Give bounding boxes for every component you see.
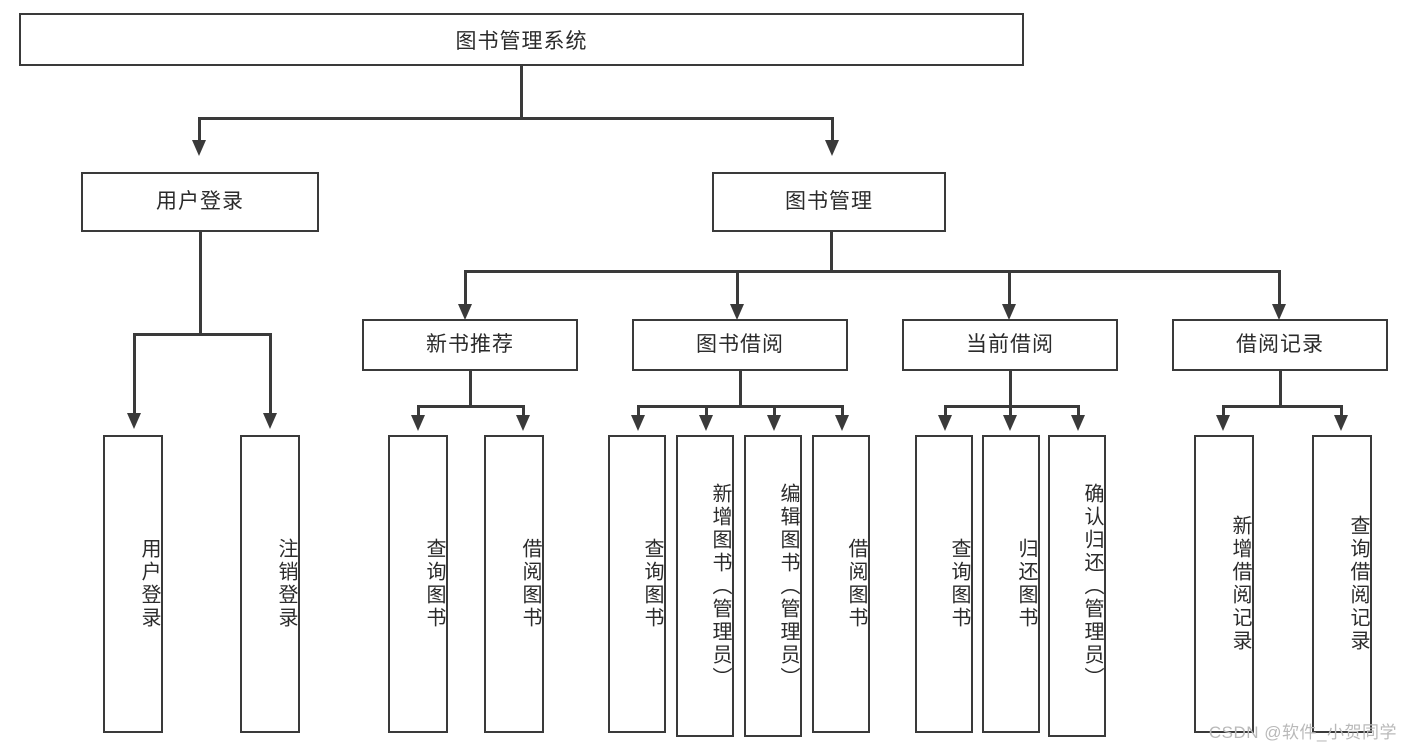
node-label: 借阅记录 (1236, 333, 1324, 357)
arrowhead-bb-leaf-2 (699, 415, 713, 431)
node-label: 当前借阅 (966, 333, 1054, 357)
connector-bm-drop-3 (1008, 270, 1011, 306)
arrowhead-bm-to-current-borrow (1002, 304, 1016, 320)
connector-br-bar (1222, 405, 1340, 408)
connector-user-login-drop-1 (133, 333, 136, 415)
node-book-management[interactable]: 图书管理 (712, 172, 946, 232)
watermark-text: CSDN @软件_小贺同学 (1208, 723, 1397, 742)
node-label: 用户登录 (138, 538, 160, 630)
node-leaf-query-record[interactable]: 查询借阅记录 (1312, 435, 1372, 733)
node-label: 归还图书 (1015, 538, 1037, 630)
node-book-borrow[interactable]: 图书借阅 (632, 319, 848, 371)
connector-cb-stem (1009, 371, 1012, 407)
connector-user-login-bar (133, 333, 271, 336)
arrowhead-nbr-leaf-2 (516, 415, 530, 431)
connector-nbr-stem (469, 371, 472, 407)
connector-root-to-book-management (831, 117, 834, 143)
connector-cb-drop-2 (1009, 405, 1012, 417)
arrowhead-cb-leaf-2 (1003, 415, 1017, 431)
connector-book-management-stem (830, 232, 833, 272)
node-leaf-confirm-return[interactable]: 确认归还（管理员） (1048, 435, 1106, 737)
connector-root-stem (520, 66, 523, 118)
connector-book-management-bar (464, 270, 1280, 273)
node-label: 图书管理 (785, 190, 873, 214)
node-label: 图书借阅 (696, 333, 784, 357)
node-label: 查询图书 (423, 538, 445, 630)
arrowhead-nbr-leaf-1 (411, 415, 425, 431)
connector-br-drop-1 (1222, 405, 1225, 417)
connector-bb-drop-1 (637, 405, 640, 417)
connector-root-to-user-login (198, 117, 201, 143)
connector-nbr-drop-1 (417, 405, 420, 417)
connector-root-bar (198, 117, 834, 120)
connector-bb-stem (739, 371, 742, 407)
connector-bb-bar (637, 405, 844, 408)
node-label: 确认归还（管理员） (1081, 482, 1103, 690)
arrowhead-cb-leaf-1 (938, 415, 952, 431)
node-leaf-borrow-book-1[interactable]: 借阅图书 (484, 435, 544, 733)
node-leaf-logout[interactable]: 注销登录 (240, 435, 300, 733)
node-label: 新增借阅记录 (1229, 515, 1251, 653)
node-label: 新书推荐 (426, 333, 514, 357)
node-leaf-borrow-book-2[interactable]: 借阅图书 (812, 435, 870, 733)
node-label: 新增图书（管理员） (709, 482, 731, 690)
arrowhead-root-to-user-login (192, 140, 206, 156)
arrowhead-bb-leaf-4 (835, 415, 849, 431)
node-label: 借阅图书 (845, 538, 867, 630)
connector-bb-drop-2 (705, 405, 708, 417)
arrowhead-bm-to-borrow-record (1272, 304, 1286, 320)
node-borrow-record[interactable]: 借阅记录 (1172, 319, 1388, 371)
node-leaf-query-book-2[interactable]: 查询图书 (608, 435, 666, 733)
arrowhead-bm-to-new-book-recommend (458, 304, 472, 320)
connector-bb-drop-3 (773, 405, 776, 417)
node-label: 注销登录 (275, 538, 297, 630)
connector-nbr-drop-2 (522, 405, 525, 417)
node-leaf-add-record[interactable]: 新增借阅记录 (1194, 435, 1254, 733)
node-user-login[interactable]: 用户登录 (81, 172, 319, 232)
node-leaf-add-book[interactable]: 新增图书（管理员） (676, 435, 734, 737)
arrowhead-bm-to-book-borrow (730, 304, 744, 320)
arrowhead-root-to-book-management (825, 140, 839, 156)
connector-br-drop-2 (1340, 405, 1343, 417)
arrowhead-bb-leaf-1 (631, 415, 645, 431)
connector-cb-drop-3 (1077, 405, 1080, 417)
arrowhead-cb-leaf-3 (1071, 415, 1085, 431)
connector-user-login-stem (199, 232, 202, 335)
connector-user-login-drop-2 (269, 333, 272, 415)
arrowhead-user-login-leaf-2 (263, 413, 277, 429)
connector-nbr-bar (417, 405, 522, 408)
arrowhead-bb-leaf-3 (767, 415, 781, 431)
node-label: 查询图书 (948, 538, 970, 630)
connector-bb-drop-4 (841, 405, 844, 417)
node-leaf-query-book-3[interactable]: 查询图书 (915, 435, 973, 733)
node-root-system[interactable]: 图书管理系统 (19, 13, 1024, 66)
connector-cb-bar (944, 405, 1079, 408)
arrowhead-br-leaf-2 (1334, 415, 1348, 431)
node-current-borrow[interactable]: 当前借阅 (902, 319, 1118, 371)
connector-bm-drop-2 (736, 270, 739, 306)
node-label: 编辑图书（管理员） (777, 482, 799, 690)
arrowhead-user-login-leaf-1 (127, 413, 141, 429)
connector-cb-drop-1 (944, 405, 947, 417)
node-label: 查询图书 (641, 538, 663, 630)
node-label: 用户登录 (156, 190, 244, 214)
node-leaf-return-book[interactable]: 归还图书 (982, 435, 1040, 733)
node-leaf-query-book-1[interactable]: 查询图书 (388, 435, 448, 733)
node-label: 查询借阅记录 (1347, 515, 1369, 653)
connector-bm-drop-1 (464, 270, 467, 306)
connector-bm-drop-4 (1278, 270, 1281, 306)
connector-br-stem (1279, 371, 1282, 407)
node-label: 图书管理系统 (455, 29, 588, 53)
node-label: 借阅图书 (519, 538, 541, 630)
node-new-book-recommend[interactable]: 新书推荐 (362, 319, 578, 371)
node-leaf-user-login[interactable]: 用户登录 (103, 435, 163, 733)
arrowhead-br-leaf-1 (1216, 415, 1230, 431)
node-leaf-edit-book[interactable]: 编辑图书（管理员） (744, 435, 802, 737)
